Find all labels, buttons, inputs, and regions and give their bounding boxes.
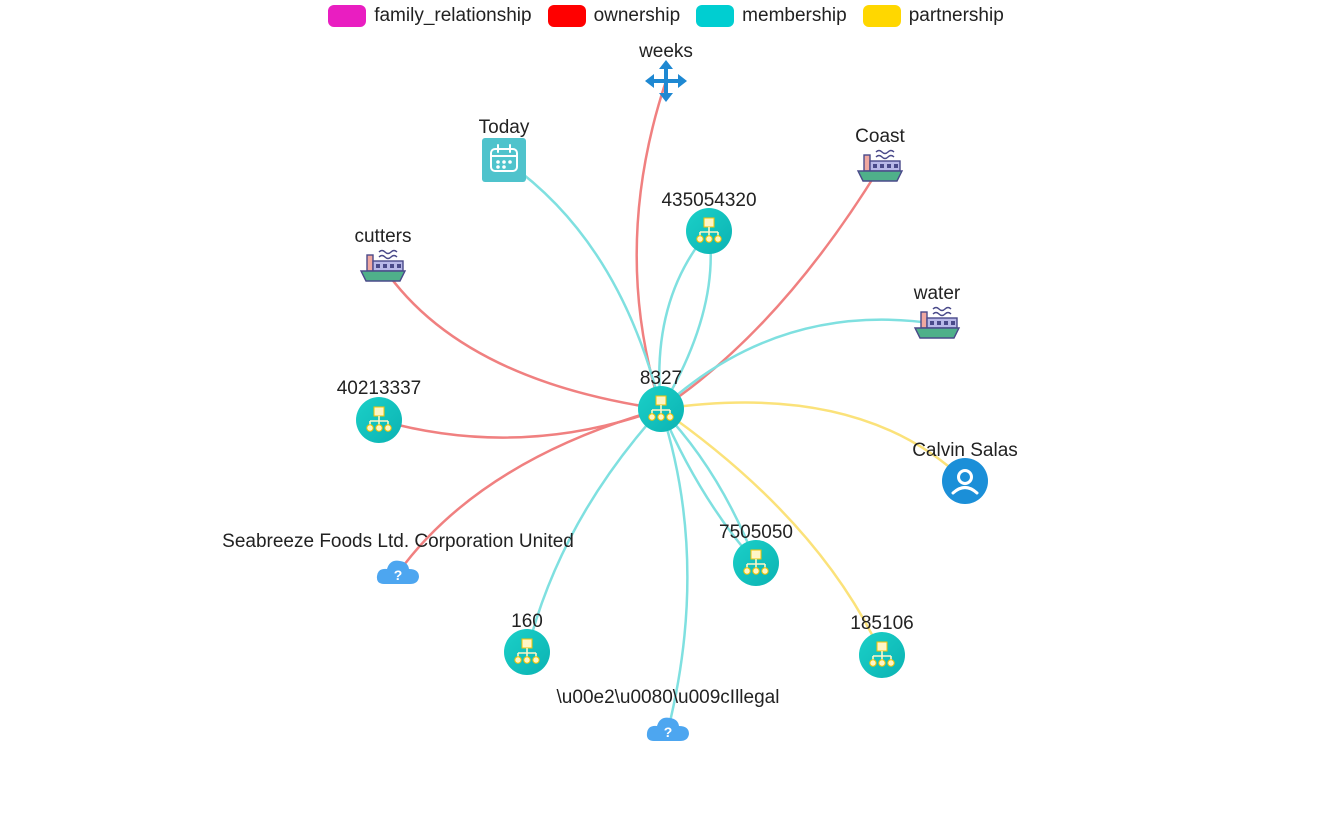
organization-icon xyxy=(638,386,684,432)
ship-icon xyxy=(913,306,961,339)
organization-icon xyxy=(686,208,732,254)
node-center[interactable]: 8327 xyxy=(638,368,684,432)
node-n40213337[interactable]: 40213337 xyxy=(337,378,422,443)
node-label: Today xyxy=(479,117,530,138)
organization-icon xyxy=(859,632,905,678)
node-water[interactable]: water xyxy=(913,283,961,339)
node-n435054320[interactable]: 435054320 xyxy=(661,190,757,254)
legend-label: membership xyxy=(742,5,847,26)
node-label: cutters xyxy=(354,226,411,247)
edge-membership-n160[interactable] xyxy=(525,408,662,653)
svg-text:?: ? xyxy=(664,724,673,740)
legend-label: partnership xyxy=(908,5,1004,26)
edge-ownership-weeks[interactable] xyxy=(635,80,668,410)
legend-label: family_relationship xyxy=(374,5,532,26)
legend-swatch xyxy=(696,5,735,27)
legend-item-ownership[interactable]: ownership xyxy=(547,5,681,27)
node-today[interactable]: Today xyxy=(479,117,530,182)
legend-swatch xyxy=(328,5,367,27)
ship-icon xyxy=(856,149,904,182)
node-label: 40213337 xyxy=(337,378,422,399)
legend-item-membership[interactable]: membership xyxy=(696,5,847,27)
node-calvin[interactable]: Calvin Salas xyxy=(912,440,1018,504)
node-label: Calvin Salas xyxy=(912,440,1018,461)
node-cutters[interactable]: cutters xyxy=(354,226,412,282)
legend-item-partnership[interactable]: partnership xyxy=(862,5,1004,27)
node-label: 8327 xyxy=(640,368,682,389)
organization-icon xyxy=(733,540,779,586)
node-label: 185106 xyxy=(850,613,913,634)
node-n160[interactable]: 160 xyxy=(504,611,550,675)
edge-membership-today[interactable] xyxy=(503,158,663,410)
edge-ownership-seabreeze[interactable] xyxy=(396,407,662,574)
node-label: \u00e2\u0080\u009cIllegal xyxy=(557,687,780,708)
edge-membership-water[interactable] xyxy=(660,318,938,410)
node-label: weeks xyxy=(638,41,693,62)
edges-layer xyxy=(378,80,966,731)
node-weeks[interactable]: weeks xyxy=(638,41,693,102)
svg-text:?: ? xyxy=(394,567,403,583)
unknown-cloud-icon: ? xyxy=(646,717,689,741)
node-coast[interactable]: Coast xyxy=(855,126,906,182)
edge-partnership-calvin[interactable] xyxy=(660,401,966,482)
person-icon xyxy=(942,458,988,504)
calendar-icon xyxy=(482,138,526,182)
legend-swatch xyxy=(862,5,901,27)
unknown-cloud-icon: ? xyxy=(376,560,419,584)
ship-icon xyxy=(359,249,407,282)
edge-ownership-cutters[interactable] xyxy=(381,266,662,411)
node-label: 7505050 xyxy=(719,522,793,543)
edge-ownership-coast[interactable] xyxy=(660,166,882,411)
node-label: 160 xyxy=(511,611,543,632)
edge-partnership-n185106[interactable] xyxy=(660,407,884,656)
node-seabreeze[interactable]: ? Seabreeze Foods Ltd. Corporation United xyxy=(222,531,574,584)
legend-item-family-relationship[interactable]: family_relationship xyxy=(328,5,532,27)
node-n185106[interactable]: 185106 xyxy=(850,613,914,678)
node-n7505050[interactable]: 7505050 xyxy=(719,522,793,586)
node-label: 435054320 xyxy=(661,190,756,211)
node-illegal[interactable]: ? \u00e2\u0080\u009cIllegal xyxy=(557,687,780,741)
node-label: Seabreeze Foods Ltd. Corporation United xyxy=(222,531,574,552)
organization-icon xyxy=(504,629,550,675)
node-label: Coast xyxy=(855,126,905,147)
legend: family_relationship ownership membership pa… xyxy=(0,5,1332,27)
organization-icon xyxy=(356,397,402,443)
legend-swatch xyxy=(547,5,586,27)
node-label: water xyxy=(913,283,961,304)
legend-label: ownership xyxy=(593,5,681,26)
move-arrows-icon xyxy=(645,60,687,102)
edge-membership-illegal[interactable] xyxy=(659,408,689,731)
